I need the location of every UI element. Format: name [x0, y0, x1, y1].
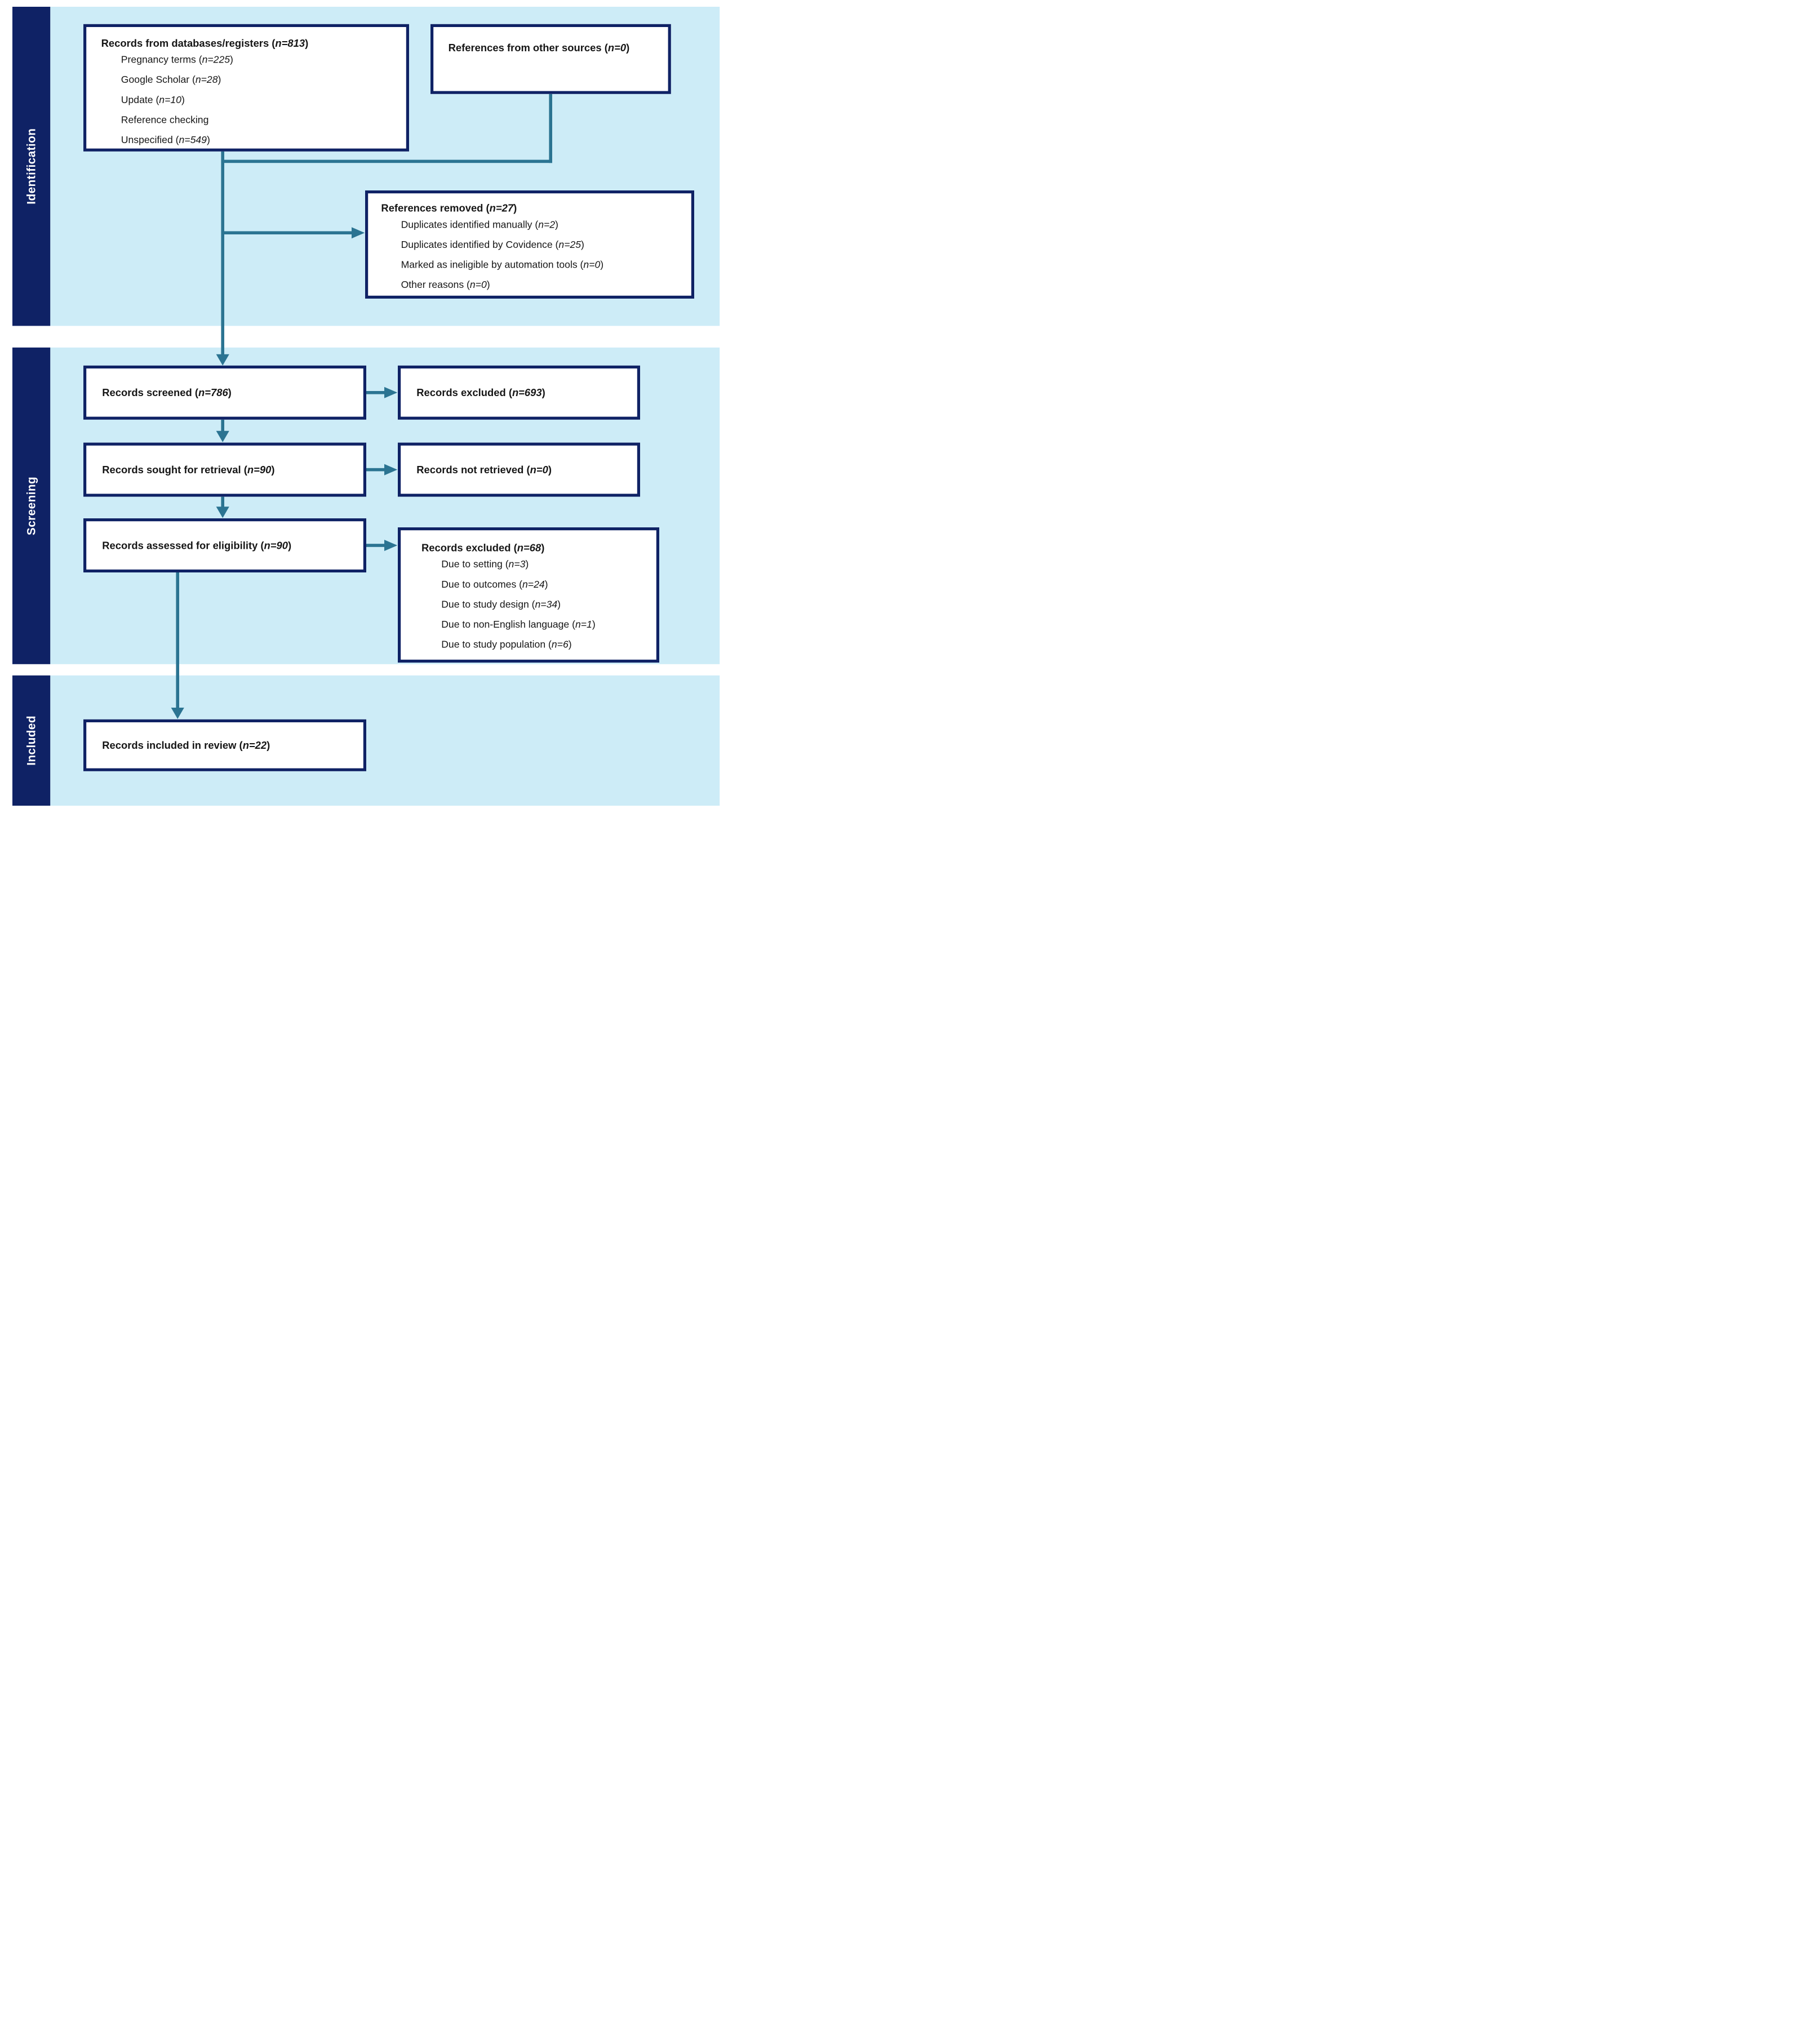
sidebar-included-label: Included [25, 716, 38, 766]
box-records-excluded-screening: Records excluded (n=693) [398, 365, 640, 420]
box-title: Records excluded (n=68) [421, 541, 545, 554]
box-sub-item: Duplicates identified by Covidence (n=25… [401, 239, 584, 250]
box-title: Records not retrieved (n=0) [416, 464, 552, 476]
box-item-list: Due to setting (n=3) Due to outcomes (n=2… [421, 554, 650, 655]
box-references-other-sources: References from other sources (n=0) [430, 24, 671, 94]
box-references-removed: References removed (n=27) Duplicates ide… [365, 190, 694, 299]
box-title: Records included in review (n=22) [102, 739, 270, 752]
box-sub-item: Other reasons (n=0) [401, 279, 490, 291]
flowline-identification [221, 150, 224, 355]
sidebar-identification: Identification [12, 7, 51, 326]
sidebar-included: Included [12, 675, 51, 806]
box-title: Records assessed for eligibility (n=90) [102, 539, 292, 552]
box-sub-item: Marked as ineligible by automation tools… [401, 259, 604, 270]
box-title: Records excluded (n=693) [416, 387, 545, 399]
arrowhead-into-sought [216, 430, 229, 442]
box-sub-item: Due to study design (n=34) [441, 598, 561, 610]
flowline-assessed-excluded [366, 544, 385, 547]
flowline-sought-assessed [221, 496, 224, 508]
box-sub-item: Due to non-English language (n=1) [441, 619, 596, 630]
box-item-list: Duplicates identified manually (n=2) Dupl… [381, 215, 684, 295]
diagram-canvas: Identification Screening Included Record… [0, 0, 728, 812]
box-sub-item: Google Scholar (n=28) [121, 74, 221, 86]
prisma-flow-diagram: Identification Screening Included Record… [0, 0, 728, 812]
arrowhead-into-included [171, 708, 184, 719]
arrowhead-into-excluded-eligibility [384, 540, 398, 551]
flowline-assessed-included [176, 572, 179, 709]
box-records-excluded-eligibility: Records excluded (n=68) Due to setting (… [398, 527, 659, 663]
box-records-screened: Records screened (n=786) [83, 365, 366, 420]
box-title: Records screened (n=786) [102, 387, 232, 399]
sidebar-screening-label: Screening [25, 476, 38, 535]
box-records-assessed: Records assessed for eligibility (n=90) [83, 518, 366, 572]
flowline-screened-sought [221, 419, 224, 433]
box-sub-item: Unspecified (n=549) [121, 134, 210, 145]
sidebar-screening: Screening [12, 347, 51, 664]
box-title: References removed (n=27) [381, 202, 517, 214]
box-sub-item: Due to setting (n=3) [441, 558, 529, 570]
arrowhead-into-excluded-screening [384, 387, 398, 398]
flowline-to-references-removed [223, 231, 352, 234]
box-title: Records from databases/registers (n=813) [101, 37, 309, 49]
box-title: References from other sources (n=0) [448, 42, 630, 54]
arrowhead-into-references-removed [352, 227, 365, 239]
box-sub-item: Due to outcomes (n=24) [441, 579, 548, 590]
box-title: Records sought for retrieval (n=90) [102, 464, 275, 476]
box-records-not-retrieved: Records not retrieved (n=0) [398, 442, 640, 497]
connector-other-sources-horizontal [223, 159, 552, 163]
box-sub-item: Reference checking [121, 114, 209, 126]
flowline-sought-not-retrieved [366, 468, 385, 472]
box-sub-item: Due to study population (n=6) [441, 639, 572, 650]
box-records-from-databases: Records from databases/registers (n=813)… [83, 24, 409, 152]
flowline-screened-excluded [366, 391, 385, 394]
arrowhead-into-not-retrieved [384, 464, 398, 476]
sidebar-identification-label: Identification [25, 128, 38, 205]
box-records-sought: Records sought for retrieval (n=90) [83, 442, 366, 497]
box-sub-item: Duplicates identified manually (n=2) [401, 219, 558, 230]
arrowhead-into-screened [216, 354, 229, 366]
box-sub-item: Pregnancy terms (n=225) [121, 54, 233, 65]
box-records-included-review: Records included in review (n=22) [83, 719, 366, 771]
arrowhead-into-assessed [216, 507, 229, 518]
connector-other-sources-vertical [549, 94, 552, 163]
box-item-list: Pregnancy terms (n=225) Google Scholar (n… [101, 50, 399, 150]
box-sub-item: Update (n=10) [121, 94, 185, 105]
